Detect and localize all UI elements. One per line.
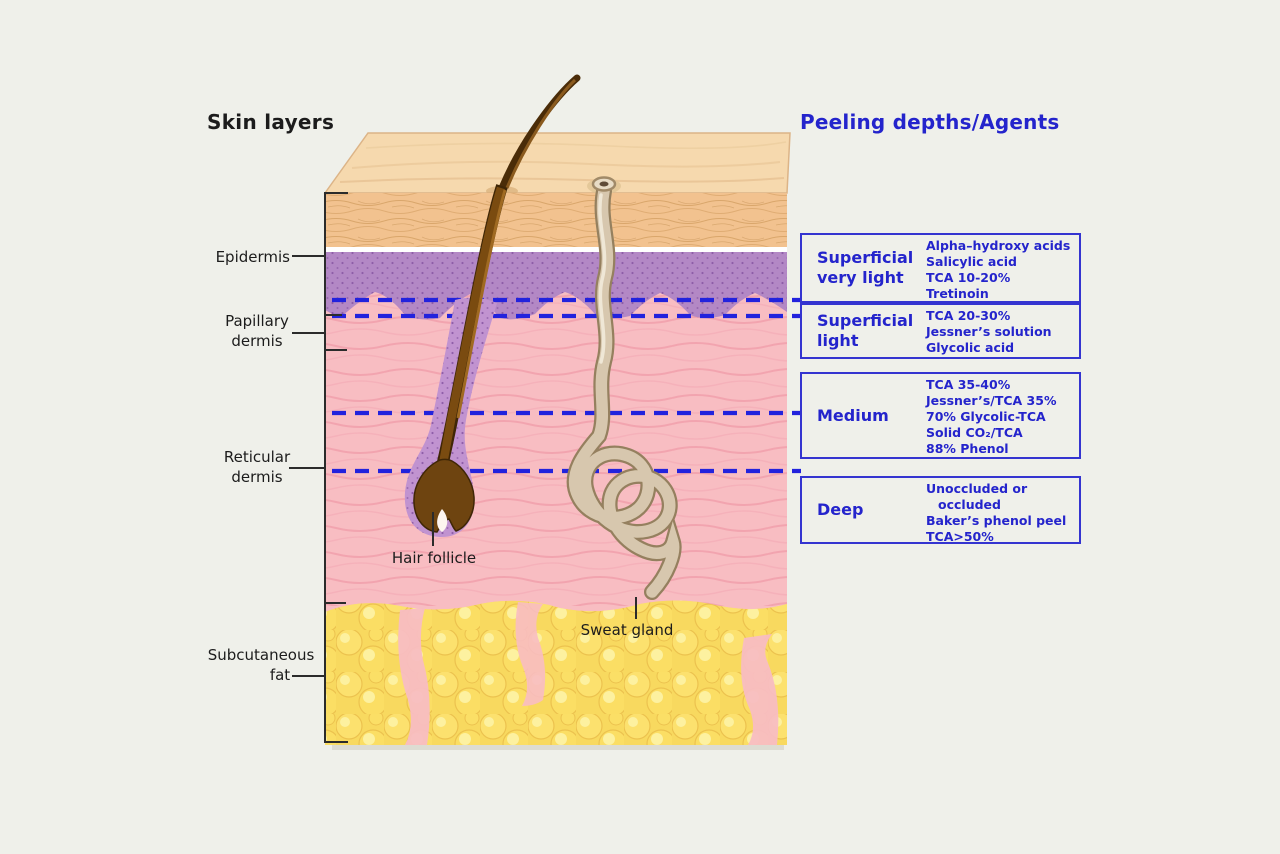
sweat-gland-pointer-line: [635, 597, 637, 619]
bracket-tick-bottom: [324, 741, 348, 743]
label-subcutaneous-fat: Subcutaneous: [207, 646, 315, 664]
depth-label: Medium: [817, 405, 889, 425]
agents-list: Alpha–hydroxy acids Salicylic acid TCA 1…: [926, 238, 1071, 301]
epidermis-pointer-line: [292, 255, 326, 257]
stratum-corneum-layer: [325, 193, 787, 254]
peeling-depths-title: Peeling depths/Agents: [800, 110, 1060, 134]
label-epidermis: Epidermis: [215, 248, 290, 266]
label-subcutaneous-fat-line2: fat: [269, 666, 291, 684]
peel-box-medium: Medium TCA 35-40% Jessner’s/TCA 35% 70% …: [800, 372, 1081, 459]
skin-top-face: [323, 132, 791, 196]
subcutaneous-pointer-line: [292, 675, 326, 677]
agents-list: Unoccluded or occluded Baker’s phenol pe…: [926, 481, 1067, 544]
peel-box-superficial-very-light: Superficial very light Alpha–hydroxy aci…: [800, 233, 1081, 303]
label-reticular-dermis: Reticular dermis: [223, 448, 291, 486]
bracket-tick-top: [324, 192, 348, 194]
agents-list: TCA 35-40% Jessner’s/TCA 35% 70% Glycoli…: [926, 377, 1057, 456]
agents-list: TCA 20-30% Jessner’s solution Glycolic a…: [926, 308, 1052, 355]
label-sweat-gland: Sweat gland: [580, 621, 674, 639]
depth-label: Superficial light: [817, 311, 914, 350]
peel-box-superficial-light: Superficial light TCA 20-30% Jessner’s s…: [800, 303, 1081, 359]
bracket-tick-papillary-top: [324, 314, 342, 316]
papillary-pointer-line: [292, 332, 326, 334]
subcutaneous-fat-layer: [325, 600, 787, 750]
bracket-tick-papillary-bottom: [324, 349, 347, 351]
label-papillary-dermis: Papillary dermis: [225, 312, 289, 350]
reticular-pointer-line: [289, 467, 326, 469]
peel-box-deep: Deep Unoccluded or occluded Baker’s phen…: [800, 476, 1081, 544]
epidermis-layer: [325, 252, 787, 320]
depth-label: Superficial very light: [817, 248, 914, 287]
label-hair-follicle: Hair follicle: [391, 549, 477, 567]
hair-follicle-pointer-line: [432, 512, 434, 546]
peel-depth-dashed-lines: [332, 297, 801, 474]
sweat-gland: [566, 176, 682, 600]
hair-follicle: [404, 74, 581, 538]
depth-label: Deep: [817, 500, 864, 519]
dermis-layer: [325, 193, 787, 745]
bracket-tick-fat-top: [324, 602, 346, 604]
skin-layers-title: Skin layers: [207, 110, 335, 134]
